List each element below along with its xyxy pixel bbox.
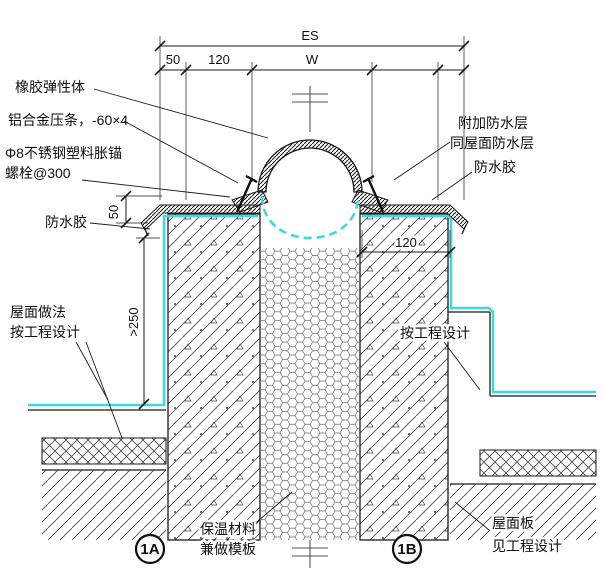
label-anchor-bolt-line2: 螺栓@300 — [5, 165, 71, 181]
dimension-lines — [125, 45, 464, 404]
label-roof-practice-line1: 屋面做法 — [10, 304, 66, 320]
leader-lines — [75, 88, 490, 531]
detail-marker-1a-text: 1A — [140, 541, 159, 558]
detail-marker-1a: 1A — [134, 533, 166, 565]
dim-seg-120: 120 — [208, 52, 230, 67]
label-insulation-line1: 保温材料 — [200, 521, 256, 537]
detail-marker-1b: 1B — [391, 533, 423, 565]
right-flashing-strip — [359, 204, 469, 235]
label-extra-membrane-line1: 附加防水层 — [458, 115, 528, 131]
label-sealant-right: 防水胶 — [474, 159, 516, 175]
right-parapet-wall — [359, 213, 449, 541]
dimension-texts: ES 50 120 W 50 >250 120 — [106, 28, 419, 337]
label-extra-membrane-line2: 同屋面防水层 — [450, 135, 534, 151]
dimension-ticks — [120, 40, 470, 410]
label-anchor-bolt-line1: Φ8不锈钢塑料胀锚 — [5, 145, 122, 161]
dim-wall-thickness: 120 — [395, 235, 417, 250]
label-sealant-left: 防水胶 — [45, 214, 87, 230]
label-roof-practice-line2: 按工程设计 — [10, 324, 80, 340]
dim-seg-50: 50 — [166, 52, 180, 67]
label-insulation-line2: 兼做模板 — [200, 541, 256, 557]
label-aluminum-strip: 铝合金压条，-60×4 — [8, 112, 128, 128]
dimension-extension-lines — [116, 36, 465, 258]
left-parapet-wall — [167, 213, 261, 541]
annotation-texts: 橡胶弹性体 铝合金压条，-60×4 Φ8不锈钢塑料胀锚 螺栓@300 防水胶 屋… — [5, 79, 565, 560]
dim-upstand-height: >250 — [126, 307, 141, 336]
waterproof-membrane-left — [28, 214, 258, 407]
rubber-elastomer-dome — [257, 139, 363, 193]
right-roof-layers — [448, 311, 597, 540]
label-roof-slab-line2: 见工程设计 — [492, 538, 562, 554]
label-roof-slab-line1: 屋面板 — [492, 515, 534, 531]
label-per-design-right: 按工程设计 — [400, 325, 470, 341]
left-roof-layers — [28, 409, 167, 540]
dim-flashing-height: 50 — [106, 205, 121, 219]
waterproof-membrane-right — [362, 214, 596, 394]
left-clamp-and-bolt — [231, 174, 269, 213]
detail-marker-1b-text: 1B — [397, 541, 416, 558]
dim-seg-w: W — [306, 52, 319, 67]
centerline-symbol-bottom — [292, 540, 328, 568]
dim-total-es: ES — [301, 28, 319, 43]
label-rubber-elastomer: 橡胶弹性体 — [15, 79, 85, 95]
right-clamp-and-bolt — [351, 174, 389, 213]
waterproof-membrane-joint-loop — [260, 195, 360, 240]
centerline-symbol-top — [292, 86, 328, 132]
insulation-formwork-fill — [260, 248, 360, 540]
